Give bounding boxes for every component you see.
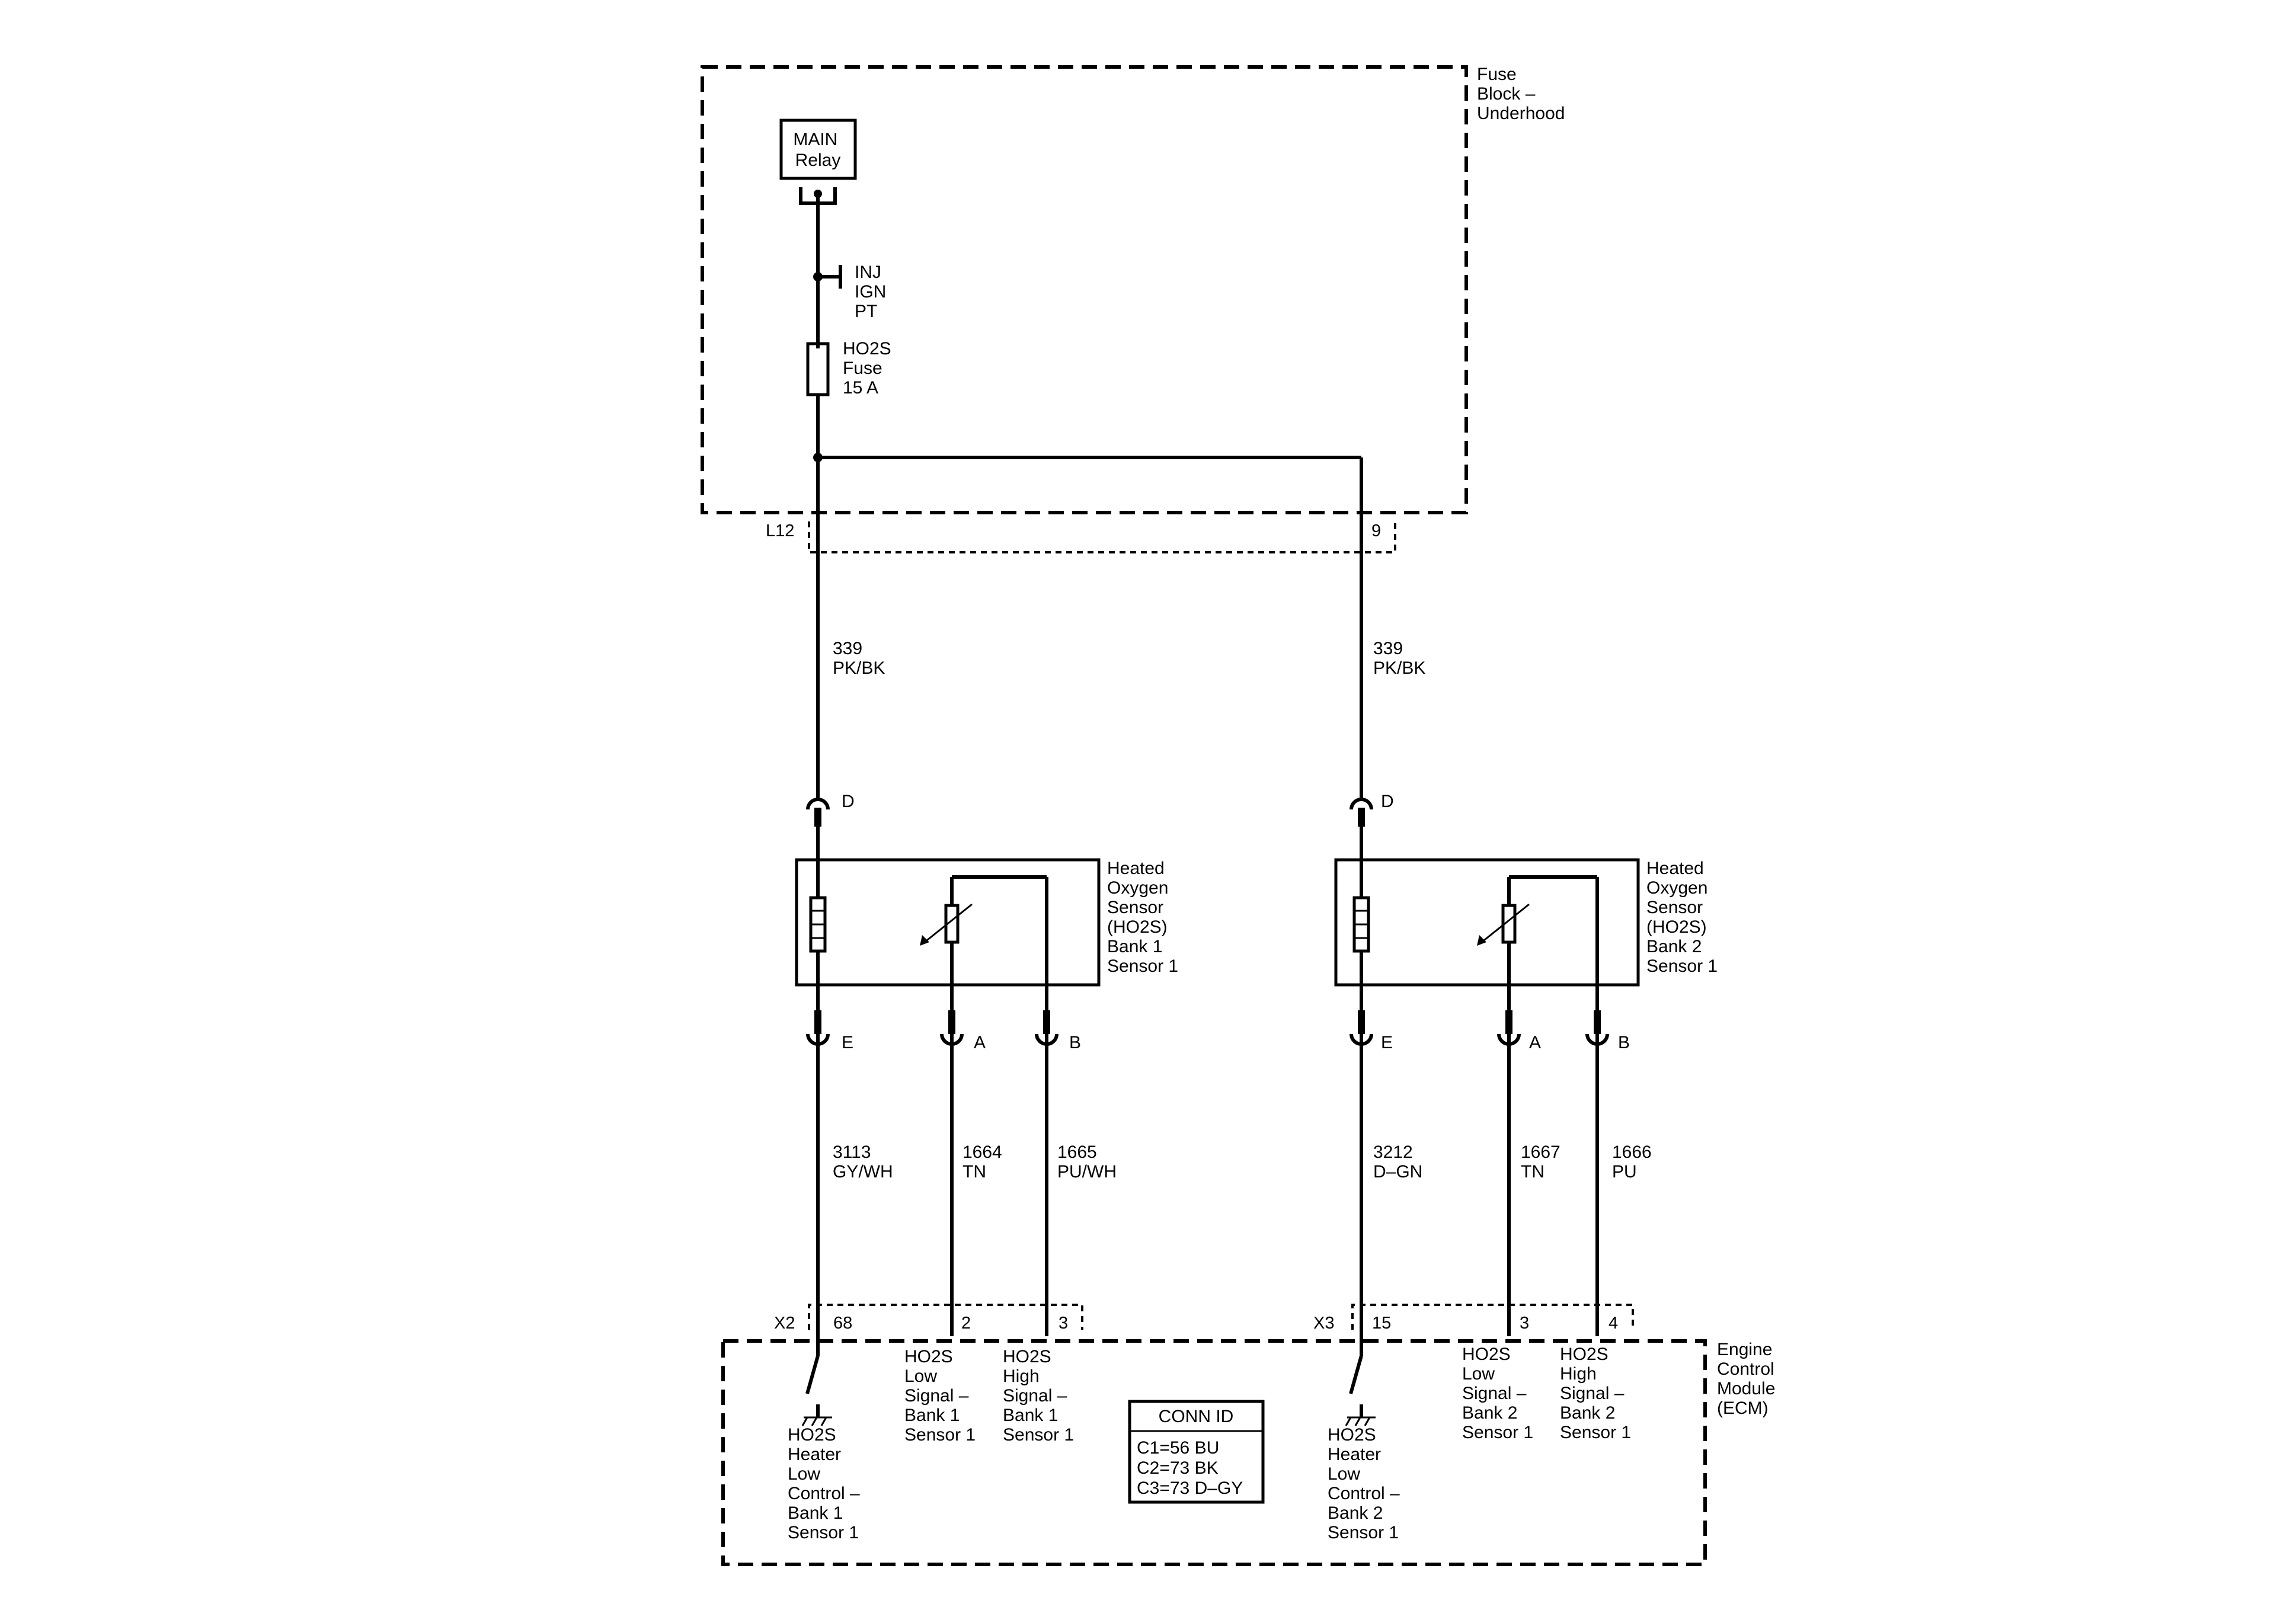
ecm-connector-x3 (1351, 1304, 1634, 1330)
conn-id-row: C3=73 D–GY (1137, 1478, 1243, 1498)
ecm-input-heater-bank1: HO2S Heater Low Control – Bank 1 Sensor … (788, 1425, 865, 1542)
sensor1-pin-d-label: D (842, 792, 855, 811)
conn-id-row: C1=56 BU (1137, 1438, 1219, 1458)
wire-1667-label: 1667 TN (1521, 1142, 1565, 1182)
ecm-connector-x3-id: X3 (1313, 1314, 1334, 1333)
ho2s-fuse (806, 342, 830, 396)
ecm-connector-x2-id: X2 (774, 1314, 795, 1333)
sensor1-pin-b-label: B (1069, 1033, 1081, 1052)
ecm-label: Engine Control Module (ECM) (1717, 1340, 1780, 1418)
sensor1-label: Heated Oxygen Sensor (HO2S) Bank 1 Senso… (1107, 859, 1178, 976)
wire-1665-label: 1665 PU/WH (1057, 1142, 1117, 1182)
conn-id-title: CONN ID (1159, 1407, 1234, 1426)
conn-id-table: CONN ID C1=56 BU C2=73 BK C3=73 D–GY (1128, 1400, 1265, 1504)
sensor2-pin-a-label: A (1529, 1033, 1541, 1052)
svg-text:MAIN Relay: MAIN Relay (793, 130, 842, 170)
ecm-connector-x2-pin-68: 68 (833, 1314, 852, 1333)
sensor2-pin-e-label: E (1381, 1033, 1393, 1052)
ho2s-fuse-label: HO2S Fuse 15 A (843, 339, 896, 398)
ecm-connector-x3-pin-3: 3 (1520, 1314, 1529, 1333)
ecm-boundary (721, 1339, 1707, 1566)
ecm-input-high-signal-bank1: HO2S High Signal – Bank 1 Sensor 1 (1003, 1347, 1074, 1445)
sensor1-pin-e-label: E (842, 1033, 853, 1052)
ecm-heater-switch-bank2 (1345, 1336, 1376, 1426)
sensor1-pin-d (806, 798, 830, 827)
ecm-heater-switch-bank1 (801, 1336, 832, 1426)
ecm-input-low-signal-bank2: HO2S Low Signal – Bank 2 Sensor 1 (1462, 1345, 1533, 1442)
ignition-branch-label: INJ IGN PT (855, 263, 891, 321)
ignition-branch (813, 265, 842, 289)
wire-3113-label: 3113 GY/WH (833, 1142, 893, 1182)
fuse-block-label: Fuse Block – Underhood (1477, 65, 1565, 123)
upper-connector (808, 521, 1396, 553)
conn-id-row: C2=73 BK (1137, 1458, 1219, 1478)
ecm-input-low-signal-bank1: HO2S Low Signal – Bank 1 Sensor 1 (904, 1347, 976, 1445)
sensor1-heater-element (809, 860, 827, 1031)
sensor2-pin-d (1350, 798, 1373, 827)
ecm-input-high-signal-bank2: HO2S High Signal – Bank 2 Sensor 1 (1560, 1345, 1631, 1442)
sensor2-pin-d-label: D (1381, 792, 1394, 811)
upper-connector-right-pin: 9 (1371, 521, 1381, 540)
sensor2-sensing-element (1477, 875, 1599, 1031)
wire-1664-label: 1664 TN (962, 1142, 1007, 1182)
upper-connector-left-pin: L12 (766, 521, 794, 540)
sensor2-pin-b-label: B (1618, 1033, 1630, 1052)
ecm-connector-x3-pin-15: 15 (1372, 1314, 1391, 1333)
sensor2-heater-element (1352, 860, 1370, 1031)
sensor2-label: Heated Oxygen Sensor (HO2S) Bank 2 Senso… (1646, 859, 1718, 976)
wire-3212-label: 3212 D–GN (1373, 1142, 1422, 1182)
ecm-connector-x2 (808, 1304, 1083, 1330)
ecm-connector-x3-pin-4: 4 (1609, 1314, 1618, 1333)
sensor2-body (1334, 858, 1640, 987)
feed-wire-left-label: 339 PK/BK (833, 639, 885, 678)
wire-1666-label: 1666 PU (1612, 1142, 1657, 1182)
sensor1-body (795, 858, 1101, 987)
ecm-connector-x2-pin-2: 2 (961, 1314, 971, 1333)
sensor1-pin-a-label: A (974, 1033, 986, 1052)
ecm-connector-x2-pin-3: 3 (1059, 1314, 1068, 1333)
fuse-block-boundary (701, 65, 1468, 514)
feed-wire-right-label: 339 PK/BK (1373, 639, 1425, 678)
sensor1-sensing-element (920, 875, 1048, 1031)
main-relay: MAIN Relay (779, 119, 857, 205)
ecm-input-heater-bank2: HO2S Heater Low Control – Bank 2 Sensor … (1328, 1425, 1405, 1542)
